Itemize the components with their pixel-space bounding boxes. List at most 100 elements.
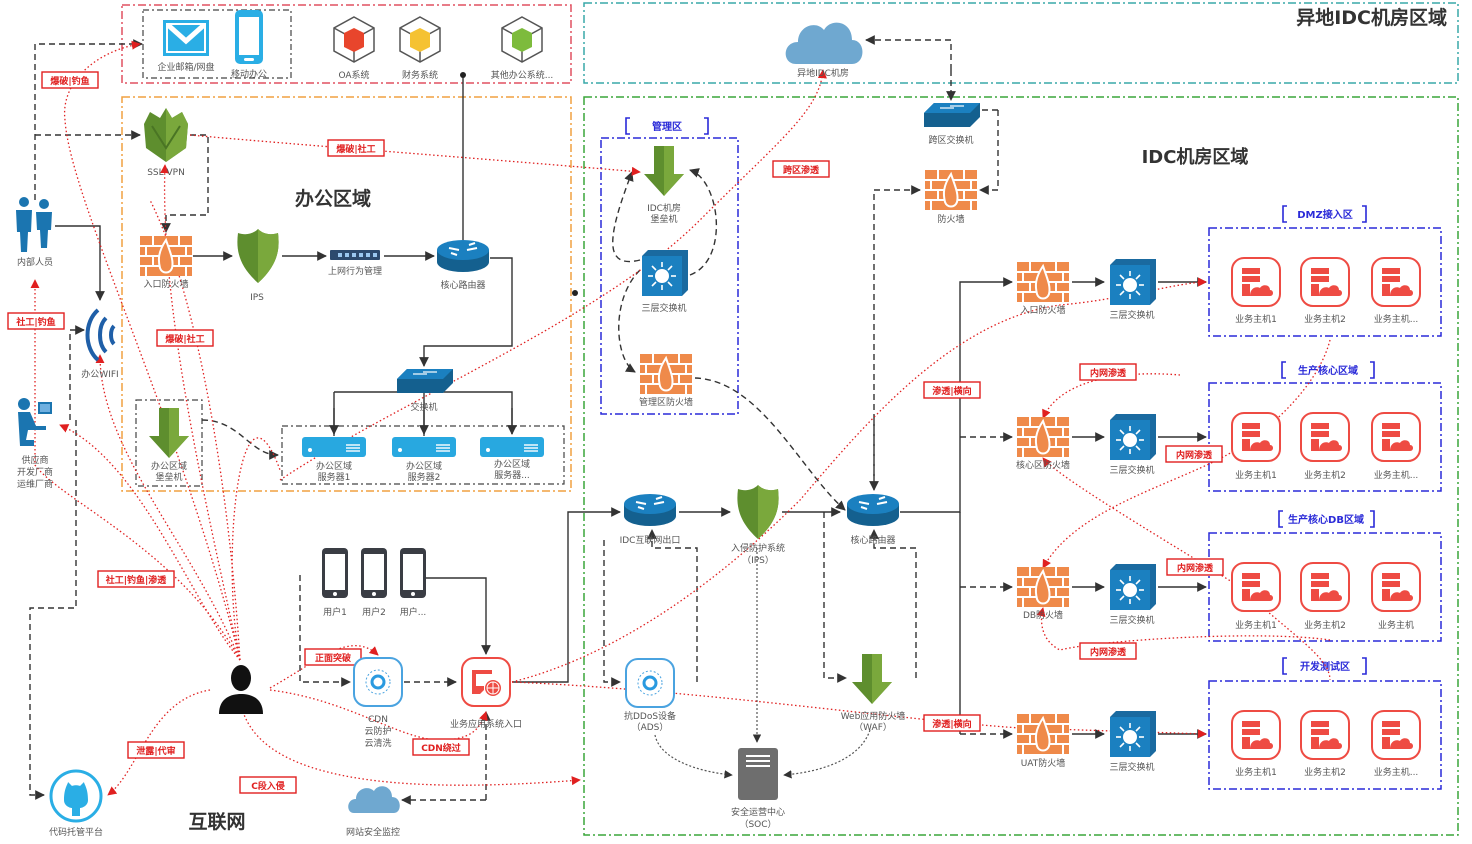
attack-label-intranet-3: 内网渗透 [1166,558,1224,576]
cdn-icon [352,656,404,708]
uat-firewall-label: UAT防火墙 [1021,757,1066,769]
prod-db-host-n-icon [1371,562,1421,612]
dmz-host-1-icon [1231,257,1281,307]
db-firewall-label: DB防火墙 [1023,609,1063,621]
cdn-label-2: 云防护 [364,725,391,737]
svg-text:内网渗透: 内网渗透 [1090,367,1127,379]
normal-links [55,75,1207,739]
attack-label-brute-phish: 爆破|钓鱼 [41,71,99,89]
user-1-label: 用户1 [323,606,347,618]
attack-label-cdn-bypass: CDN绕过 [412,738,470,756]
office-bastion-label-2: 堡垒机 [155,471,182,483]
soc-server-icon [738,748,778,800]
svg-text:内网渗透: 内网渗透 [1176,449,1213,461]
idc-firewall-label: 防火墙 [937,213,964,225]
remote-idc-zone-box [583,2,1459,84]
office-zone-box [121,96,572,492]
code-hosting-label: 代码托管平台 [49,826,103,838]
idc-exit-router-icon [623,493,677,527]
svg-text:内网渗透: 内网渗透 [1090,646,1127,658]
attack-label-frontal: 正面突破 [304,648,362,666]
svg-text:爆破|社工: 爆破|社工 [165,333,204,345]
svg-text:CDN绕过: CDN绕过 [421,742,461,754]
vendor-person-icon [18,398,52,446]
office-server-2-label: 办公区域 [406,460,442,472]
user-n-label: 用户... [400,606,427,618]
idc-bastion-icon [644,146,684,196]
core-firewall-icon [1016,416,1070,458]
svg-text:DMZ接入区: DMZ接入区 [1297,208,1353,221]
apps-mail-mobile-box [142,9,292,79]
prod-db-host-1-icon [1231,562,1281,612]
remote-idc-label: 异地IDC机房 [797,67,849,79]
mgmt-firewall-label: 管理区防火墙 [639,396,693,408]
ads-label-1: 抗DDoS设备 [624,710,676,722]
db-l3-switch-label: 三层交换机 [1109,614,1154,626]
dmz-firewall-label: 入口防火墙 [1020,304,1065,316]
internal-staff-label: 内部人员 [17,256,53,268]
idc-core-router-label: 核心路由器 [850,534,895,546]
behavior-mgmt-icon [330,250,380,260]
user-1-phone-icon [322,548,348,598]
office-zone-title: 办公区域 [295,187,371,210]
finance-system-icon [399,16,441,63]
prod-db-host-2-label: 业务主机2 [1304,619,1346,631]
dmz-l3-switch-label: 三层交换机 [1109,309,1154,321]
vendor-label-3: 运维厂商 [17,478,53,490]
dev-host-1-icon [1231,710,1281,760]
ips-shield-icon [237,229,279,283]
dmz-firewall-icon [1016,261,1070,303]
db-l3-switch-icon [1109,563,1157,611]
core-router-label: 核心路由器 [440,279,485,291]
svg-text:C段入侵: C段入侵 [251,780,285,792]
other-systems-label: 其他办公系统... [491,69,554,81]
svg-text:渗透|横向: 渗透|横向 [932,718,971,730]
prod-db-host-2-icon [1300,562,1350,612]
remote-idc-zone-title: 异地IDC机房区域 [1296,6,1447,29]
svg-text:内网渗透: 内网渗透 [1177,562,1214,574]
mgmt-firewall-icon [639,353,693,395]
idc-core-router-icon [846,493,900,527]
dmz-l3-switch-icon [1109,258,1157,306]
prod-core-host-1-icon [1231,412,1281,462]
office-bastion-box [135,399,203,487]
web-monitor-label: 网站安全监控 [346,826,400,838]
dev-test-zone-tag: 开发测试区 [1282,657,1367,675]
svg-text:管理区: 管理区 [652,120,682,133]
soc-links [654,548,871,779]
office-switch-icon [396,368,454,394]
junction-dot [460,72,466,78]
core-firewall-label: 核心区防火墙 [1016,459,1070,471]
attack-label-brute-social-mid: 爆破|社工 [156,329,214,347]
svg-text:跨区渗透: 跨区渗透 [783,164,820,176]
remote-idc-cloud-icon [785,22,863,65]
ads-label-2: （ADS） [632,722,669,733]
dev-host-n-icon [1371,710,1421,760]
attack-label-intranet-4: 内网渗透 [1079,642,1137,660]
user-n-phone-icon [400,548,426,598]
web-monitor-cloud-icon [348,786,400,813]
svg-text:爆破|社工: 爆破|社工 [336,143,375,155]
dev-host-2-label: 业务主机2 [1304,766,1346,778]
attack-label-pen-lateral-2: 渗透|横向 [923,714,981,732]
waf-label-1: Web应用防火墙 [841,710,906,722]
office-server-3-label: 办公区域 [494,458,530,470]
idc-zone-title: IDC机房区域 [1142,146,1249,168]
office-server-1-label: 办公区域 [316,460,352,472]
junction-dot [572,290,578,296]
office-server-2-label-2: 服务器2 [408,471,441,483]
uat-l3-switch-icon [1109,710,1157,758]
oa-label: OA系统 [338,69,369,81]
internal-staff-icon [16,197,52,252]
attack-label-intranet-1: 内网渗透 [1079,363,1137,381]
uat-l3-switch-label: 三层交换机 [1109,761,1154,773]
dmz-host-1-label: 业务主机1 [1235,313,1277,325]
core-l3-switch-label: 三层交换机 [1109,464,1154,476]
prod-core-host-n-label: 业务主机... [1374,469,1419,481]
svg-text:渗透|横向: 渗透|横向 [932,385,971,397]
db-firewall-icon [1016,566,1070,608]
idc-ips-shield-icon [737,485,779,539]
user-2-label: 用户2 [362,606,386,618]
ads-icon [624,657,676,709]
soc-label-1: 安全运营中心 [731,806,785,818]
